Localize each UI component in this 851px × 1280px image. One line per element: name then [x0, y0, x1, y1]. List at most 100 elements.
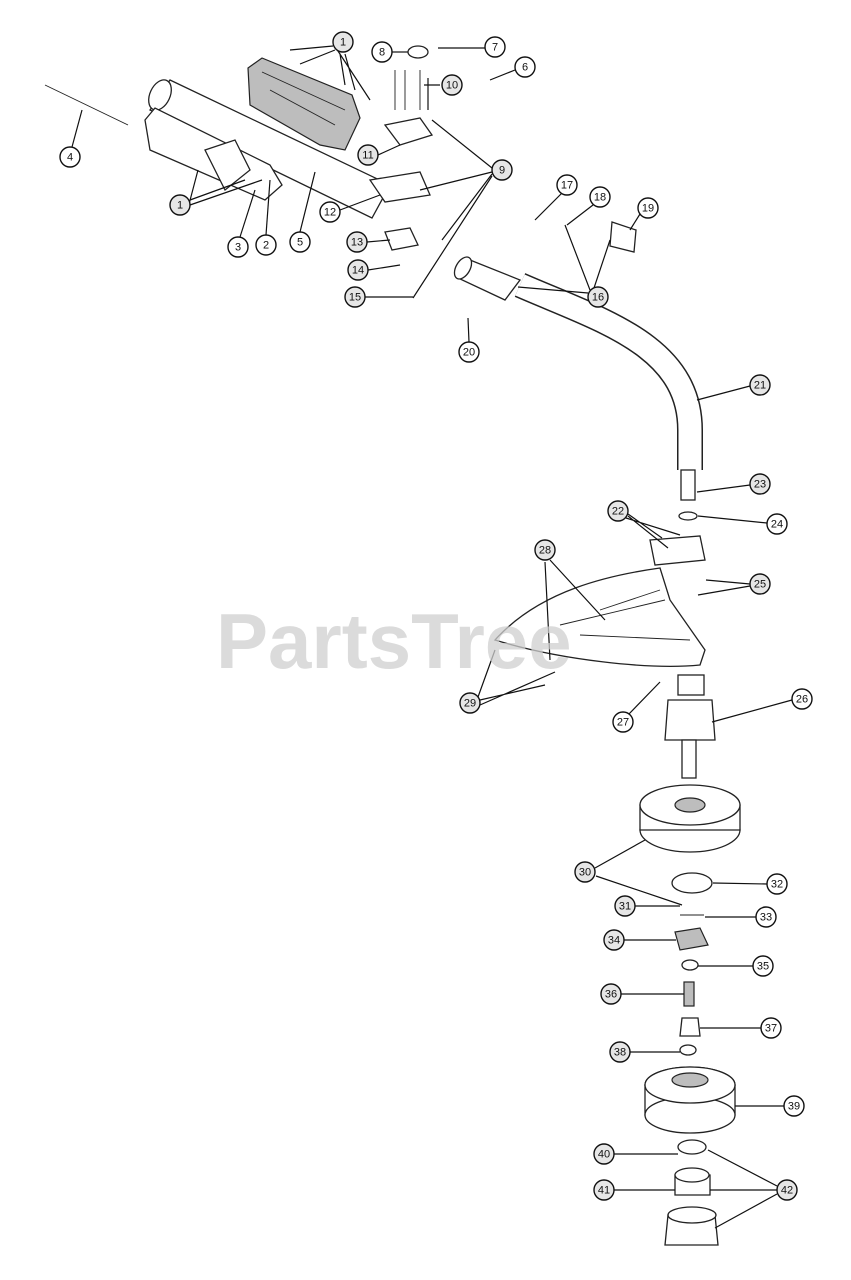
- callout-number: 37: [765, 1023, 777, 1035]
- callout-circle: [289, 231, 311, 253]
- callout-2: 2: [255, 234, 277, 256]
- callout-1: 1: [169, 194, 191, 216]
- callout-35: 35: [752, 955, 774, 977]
- callout-15: 15: [344, 286, 366, 308]
- callout-9: 9: [491, 159, 513, 181]
- callout-number: 24: [771, 519, 783, 531]
- callout-number: 16: [592, 292, 604, 304]
- callout-circle: [534, 539, 556, 561]
- callout-40: 40: [593, 1143, 615, 1165]
- callout-circle: [441, 74, 463, 96]
- callout-circle: [556, 174, 578, 196]
- callout-circle: [766, 513, 788, 535]
- callout-number: 5: [297, 237, 303, 249]
- callout-number: 10: [446, 80, 458, 92]
- callout-circle: [593, 1143, 615, 1165]
- callout-number: 18: [594, 192, 606, 204]
- callout-number: 34: [608, 935, 620, 947]
- callout-circle: [255, 234, 277, 256]
- callout-12: 12: [319, 201, 341, 223]
- callout-circle: [760, 1017, 782, 1039]
- callout-circle: [587, 286, 609, 308]
- callout-18: 18: [589, 186, 611, 208]
- callout-19: 19: [637, 197, 659, 219]
- callout-number: 21: [754, 380, 766, 392]
- callout-31: 31: [614, 895, 636, 917]
- callout-29: 29: [459, 692, 481, 714]
- callout-number: 3: [235, 242, 241, 254]
- callout-25: 25: [749, 573, 771, 595]
- callout-number: 11: [362, 150, 373, 162]
- callout-38: 38: [609, 1041, 631, 1063]
- callout-circle: [752, 955, 774, 977]
- callout-circle: [344, 286, 366, 308]
- clamp-brackets: [368, 70, 434, 251]
- callout-number: 7: [492, 42, 498, 54]
- callout-number: 20: [463, 347, 475, 359]
- callout-6: 6: [514, 56, 536, 78]
- callout-number: 25: [754, 579, 766, 591]
- callout-number: 9: [499, 165, 505, 177]
- drive-shaft-assembly: [453, 221, 703, 521]
- callout-24: 24: [766, 513, 788, 535]
- callout-number: 27: [617, 717, 629, 729]
- callout-circle: [609, 1041, 631, 1063]
- callout-circle: [484, 36, 506, 58]
- callout-number: 40: [598, 1149, 610, 1161]
- callout-circle: [227, 236, 249, 258]
- callout-circle: [776, 1179, 798, 1201]
- callout-circle: [766, 873, 788, 895]
- callout-circle: [749, 573, 771, 595]
- callout-number: 8: [379, 47, 385, 59]
- callout-circle: [614, 895, 636, 917]
- callout-13: 13: [346, 231, 368, 253]
- callout-number: 14: [352, 265, 364, 277]
- watermark-text: PartsTree: [216, 597, 572, 685]
- callout-27: 27: [612, 711, 634, 733]
- callout-17: 17: [556, 174, 578, 196]
- callout-circle: [458, 341, 480, 363]
- callout-number: 41: [598, 1185, 610, 1197]
- callout-circle: [607, 500, 629, 522]
- callout-number: 33: [760, 912, 772, 924]
- callout-34: 34: [603, 929, 625, 951]
- callout-number: 15: [349, 292, 361, 304]
- callout-circle: [603, 929, 625, 951]
- callout-circle: [371, 41, 393, 63]
- callout-7: 7: [484, 36, 506, 58]
- callout-number: 4: [67, 152, 73, 164]
- callout-30: 30: [574, 861, 596, 883]
- callout-10: 10: [441, 74, 463, 96]
- callout-number: 2: [263, 240, 269, 252]
- callout-number: 31: [619, 901, 631, 913]
- callout-4: 4: [59, 146, 81, 168]
- callout-circle: [169, 194, 191, 216]
- callout-36: 36: [600, 983, 622, 1005]
- callout-5: 5: [289, 231, 311, 253]
- callout-37: 37: [760, 1017, 782, 1039]
- callout-circle: [319, 201, 341, 223]
- callout-number: 39: [788, 1101, 800, 1113]
- callout-23: 23: [749, 473, 771, 495]
- callout-circle: [791, 688, 813, 710]
- cap: [407, 45, 429, 59]
- callout-circle: [749, 374, 771, 396]
- grass-shield: [493, 535, 706, 667]
- callout-number: 32: [771, 879, 783, 891]
- callout-circle: [346, 231, 368, 253]
- callout-14: 14: [347, 259, 369, 281]
- leader-lines: [71, 45, 793, 1229]
- callout-circle: [749, 473, 771, 495]
- callout-number: 17: [561, 180, 573, 192]
- callout-circle: [593, 1179, 615, 1201]
- callout-number: 28: [539, 545, 551, 557]
- callout-28: 28: [534, 539, 556, 561]
- callout-circle: [755, 906, 777, 928]
- callout-circle: [637, 197, 659, 219]
- callout-number: 26: [796, 694, 808, 706]
- callout-number: 35: [757, 961, 769, 973]
- callout-number: 6: [522, 62, 528, 74]
- callout-circle: [783, 1095, 805, 1117]
- callout-circle: [589, 186, 611, 208]
